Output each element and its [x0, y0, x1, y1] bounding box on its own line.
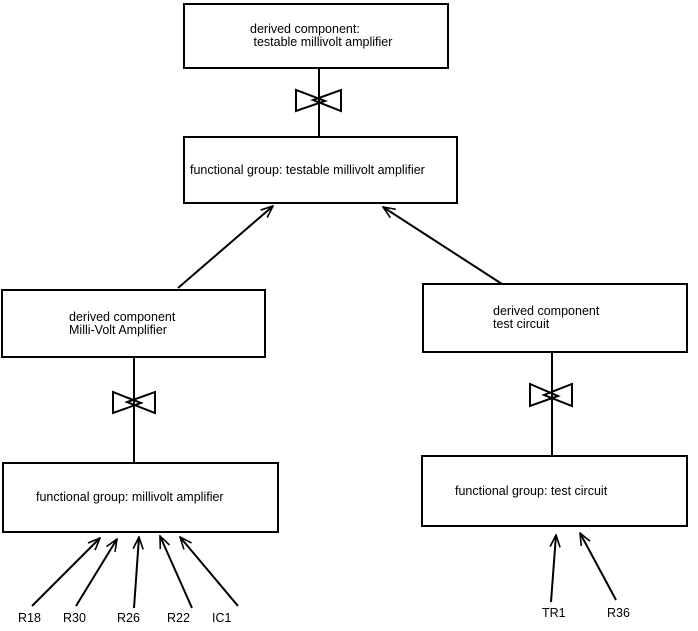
arrow-derived-mva-to-fg-testable	[177, 206, 273, 289]
node-label-line1: derived component	[493, 304, 600, 318]
component-label-r18: R18	[18, 611, 41, 625]
component-label-r26: R26	[117, 611, 140, 625]
arrow-r30	[75, 539, 117, 607]
node-derived-component-test-circuit: derived component test circuit	[422, 283, 688, 353]
arrow-tr1	[551, 535, 556, 603]
arrow-r26	[134, 537, 139, 609]
node-label-line2: Milli-Volt Amplifier	[69, 322, 167, 337]
node-label: functional group: testable millivolt amp…	[190, 162, 425, 177]
node-functional-group-millivolt-amplifier: functional group: millivolt amplifier	[2, 462, 279, 533]
component-label-r36: R36	[607, 606, 630, 620]
node-label-line1: derived component:	[250, 22, 360, 36]
node-derived-component-testable-millivolt-amplifier: derived component: testable millivolt am…	[183, 3, 449, 69]
component-label-r30: R30	[63, 611, 86, 625]
bowtie-icon-right	[529, 382, 573, 408]
arrow-derived-tc-to-fg-testable	[383, 207, 503, 285]
arrow-ic1	[180, 537, 239, 607]
node-functional-group-testable-millivolt-amplifier: functional group: testable millivolt amp…	[183, 136, 458, 204]
arrow-r22	[159, 536, 193, 609]
component-label-tr1: TR1	[542, 606, 566, 620]
bowtie-icon-left	[112, 390, 156, 415]
component-label-ic1: IC1	[212, 611, 232, 625]
node-label-line1: derived component	[69, 309, 176, 324]
arrow-r18	[31, 538, 100, 607]
component-label-r22: R22	[167, 611, 190, 625]
node-label: functional group: test circuit	[455, 483, 608, 498]
node-label-line2: test circuit	[493, 317, 550, 331]
node-functional-group-test-circuit: functional group: test circuit	[421, 455, 688, 527]
arrow-r36	[580, 533, 617, 601]
node-derived-component-milli-volt-amplifier: derived component Milli-Volt Amplifier	[1, 289, 266, 358]
node-label: functional group: millivolt amplifier	[36, 490, 224, 504]
bowtie-icon-top	[295, 88, 342, 113]
node-label-line2: testable millivolt amplifier	[250, 35, 393, 49]
